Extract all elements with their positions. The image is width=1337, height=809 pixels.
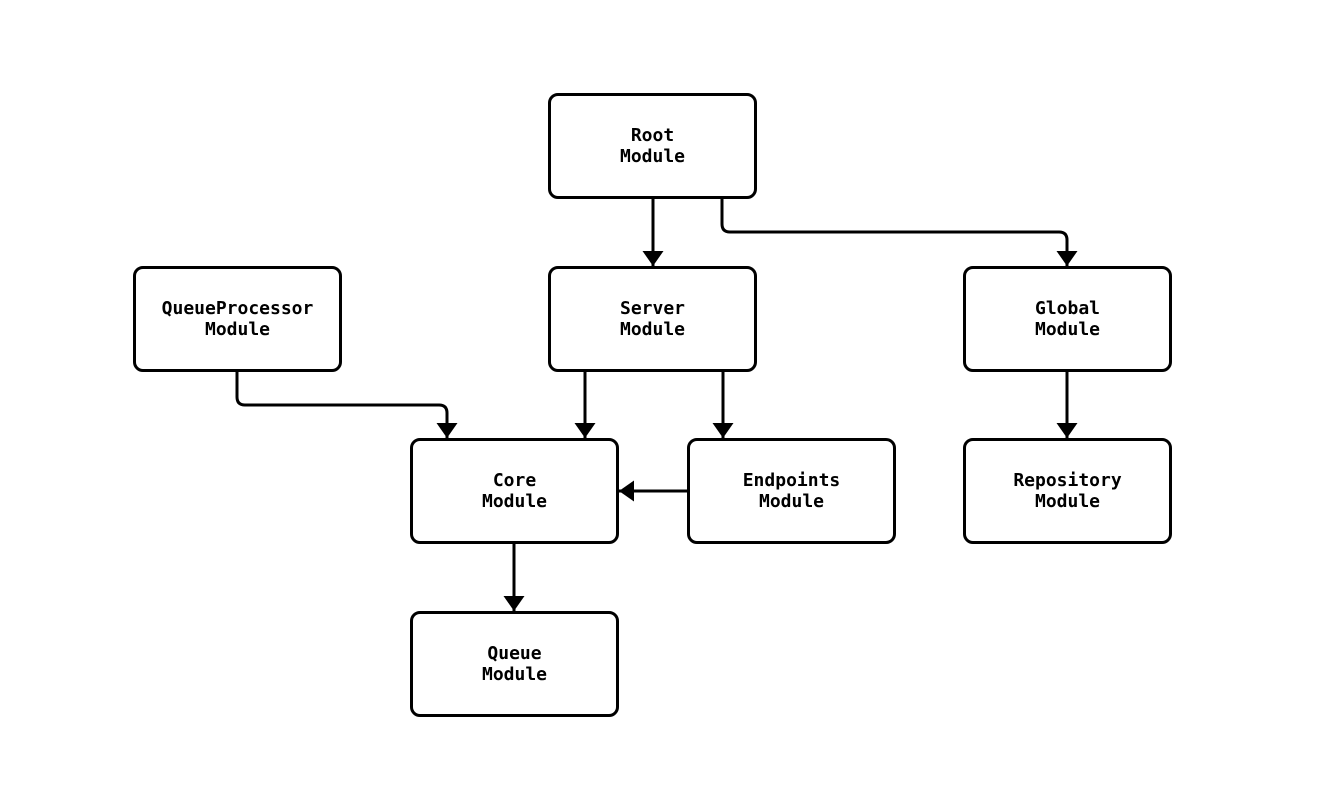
- node-label-line: Global: [1034, 298, 1101, 319]
- node-label-line: Server: [619, 298, 686, 319]
- node-label-line: Endpoints: [742, 470, 841, 491]
- node-label-line: Root: [630, 125, 675, 146]
- node-label-line: Module: [481, 664, 548, 685]
- edge-queueprocessor-to-core: [235, 372, 458, 438]
- node-server-module: Server Module: [548, 266, 757, 372]
- node-label-line: Module: [481, 491, 548, 512]
- node-queueprocessor-module: QueueProcessor Module: [133, 266, 342, 372]
- node-label-line: Module: [619, 146, 686, 167]
- node-label-line: Module: [1034, 491, 1101, 512]
- edge-root-to-global: [720, 199, 1078, 266]
- node-label-line: Core: [492, 470, 537, 491]
- node-label-line: Module: [619, 319, 686, 340]
- node-label-line: Module: [758, 491, 825, 512]
- node-label-line: Repository: [1013, 470, 1122, 491]
- node-queue-module: Queue Module: [410, 611, 619, 717]
- node-global-module: Global Module: [963, 266, 1172, 372]
- node-label-line: Module: [1034, 319, 1101, 340]
- node-repository-module: Repository Module: [963, 438, 1172, 544]
- node-endpoints-module: Endpoints Module: [687, 438, 896, 544]
- node-label-line: Queue: [487, 643, 542, 664]
- node-core-module: Core Module: [410, 438, 619, 544]
- node-label-line: Module: [204, 319, 271, 340]
- node-root-module: Root Module: [548, 93, 757, 199]
- node-label-line: QueueProcessor: [161, 298, 314, 319]
